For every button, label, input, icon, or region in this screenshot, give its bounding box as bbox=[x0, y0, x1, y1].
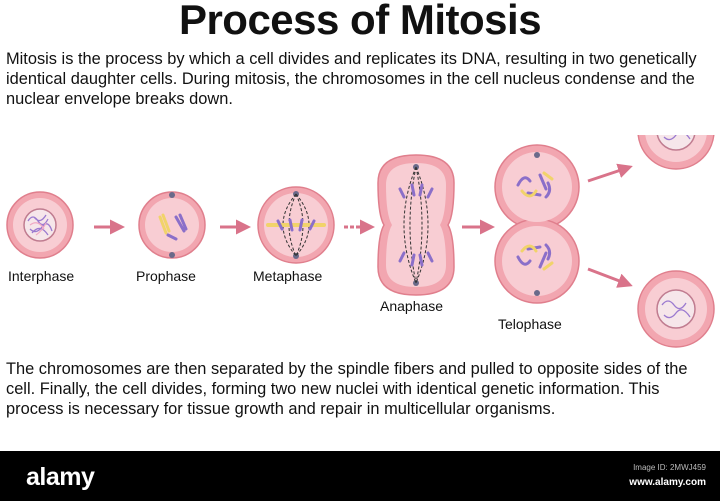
stage-arrows bbox=[94, 163, 633, 288]
telophase-cell bbox=[494, 144, 580, 304]
intro-paragraph: Mitosis is the process by which a cell d… bbox=[6, 50, 697, 108]
alamy-logo: alamy bbox=[26, 463, 95, 491]
arrow-5 bbox=[587, 163, 633, 183]
prophase-cell bbox=[138, 191, 206, 259]
label-telophase: Telophase bbox=[498, 316, 562, 332]
label-anaphase: Anaphase bbox=[380, 298, 443, 314]
page-title: Process of Mitosis bbox=[178, 0, 542, 43]
image-id: Image ID: 2MWJ459 bbox=[633, 463, 706, 472]
daughter-cell-top bbox=[637, 135, 715, 170]
metaphase-cell bbox=[257, 186, 335, 264]
interphase-cell bbox=[6, 191, 74, 259]
arrow-6 bbox=[587, 267, 633, 288]
label-metaphase: Metaphase bbox=[253, 268, 322, 284]
label-interphase: Interphase bbox=[8, 268, 74, 284]
anaphase-cell bbox=[377, 154, 455, 296]
daughter-cell-bottom bbox=[637, 270, 715, 348]
mitosis-diagram: Interphase Prophase Metaphase Anaphase T… bbox=[6, 135, 715, 348]
label-prophase: Prophase bbox=[136, 268, 196, 284]
watermark-footer: alamy Image ID: 2MWJ459 www.alamy.com bbox=[0, 451, 720, 501]
site-url: www.alamy.com bbox=[629, 477, 706, 488]
outro-paragraph: The chromosomes are then separated by th… bbox=[6, 360, 688, 418]
